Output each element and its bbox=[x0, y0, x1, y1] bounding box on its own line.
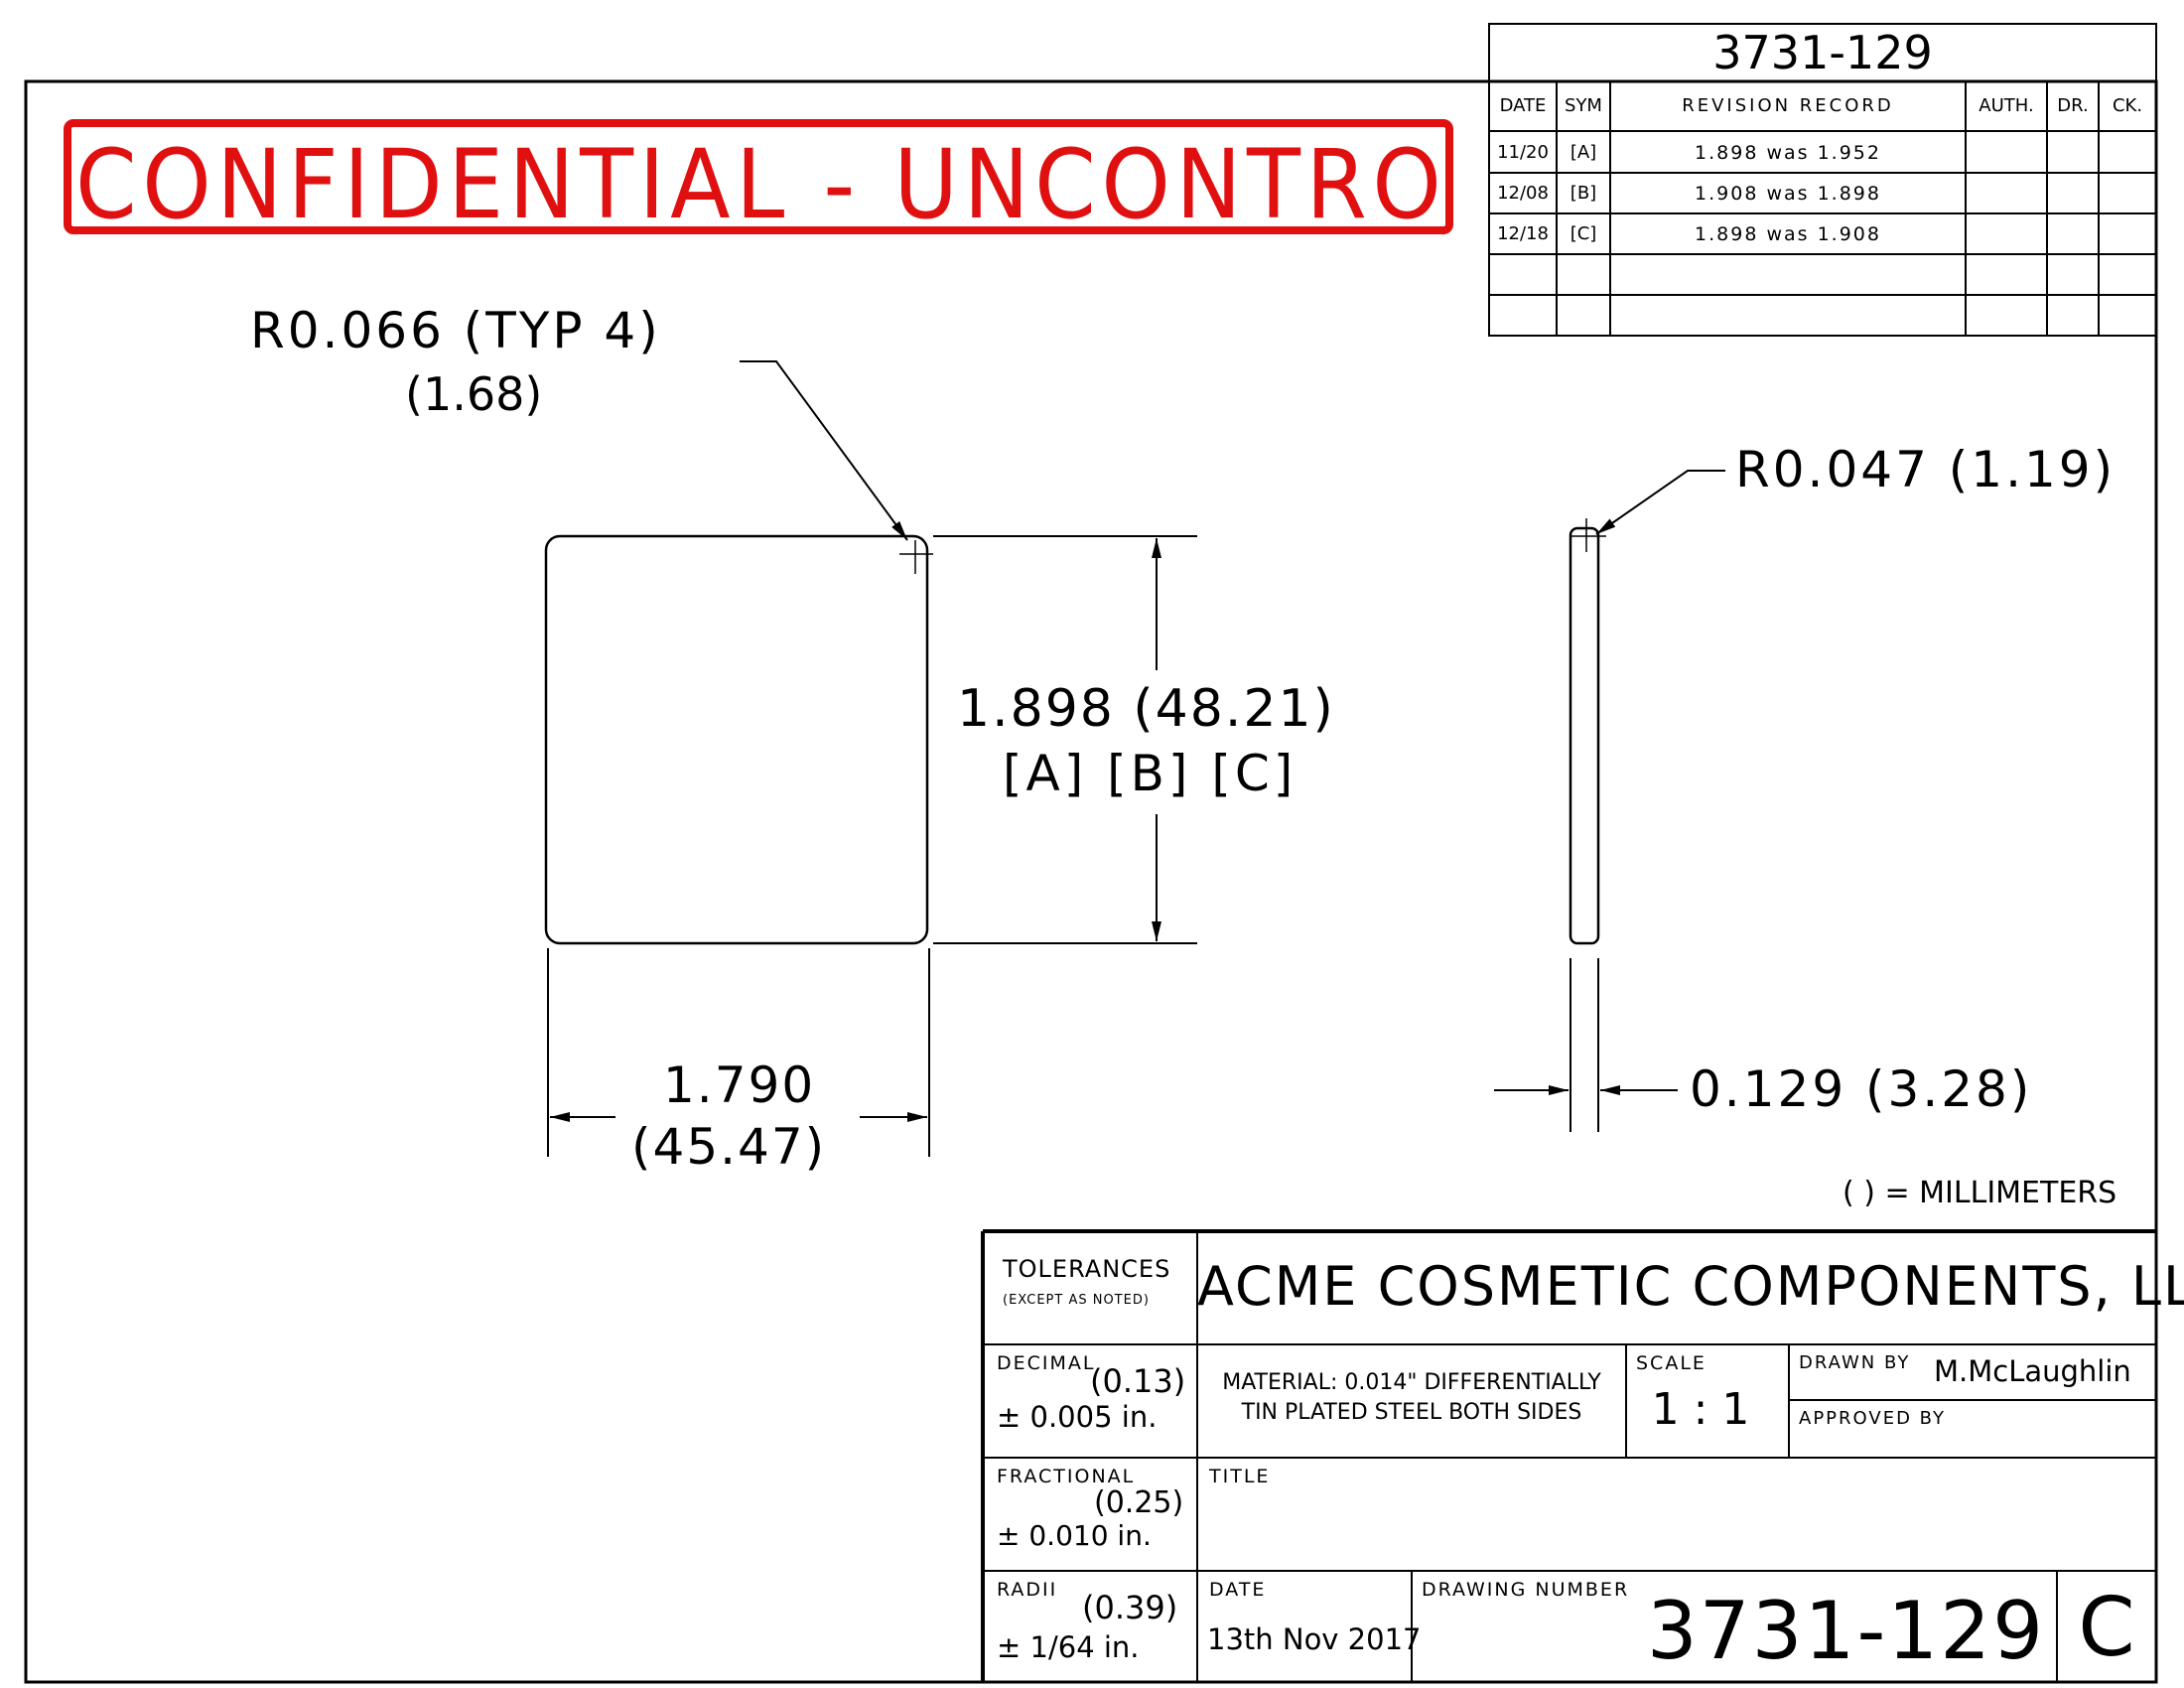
title-block-grid bbox=[981, 1229, 2156, 1682]
approved-by-label: APPROVED BY bbox=[1799, 1408, 1947, 1429]
thickness-dimension bbox=[1494, 958, 1678, 1132]
rev-row-3-date: 12/18 bbox=[1497, 223, 1549, 244]
sheet-border bbox=[24, 79, 2158, 1684]
drawing-number-label: DRAWING NUMBER bbox=[1422, 1579, 1630, 1601]
height-label: 1.898 (48.21) bbox=[957, 679, 1335, 739]
rev-header-record: REVISION RECORD bbox=[1682, 95, 1894, 116]
rev-row-1-sym: [A] bbox=[1570, 142, 1597, 163]
except-note: (EXCEPT AS NOTED) bbox=[1003, 1293, 1150, 1308]
radii-mm: (0.39) bbox=[1082, 1589, 1178, 1626]
rev-row-1-date: 11/20 bbox=[1497, 142, 1549, 163]
tolerances-label: TOLERANCES bbox=[1003, 1255, 1171, 1283]
revision-letter: C bbox=[2078, 1581, 2135, 1675]
rev-row-2-record: 1.908 was 1.898 bbox=[1695, 183, 1881, 205]
width-mm-label: (45.47) bbox=[631, 1118, 827, 1176]
corner-marker bbox=[899, 540, 933, 574]
rev-row-3-sym: [C] bbox=[1570, 223, 1597, 244]
edge-radius-leader bbox=[1595, 470, 1725, 535]
confidential-banner: CONFIDENTIAL - UNCONTROLLED bbox=[64, 119, 1453, 234]
thickness-label: 0.129 (3.28) bbox=[1690, 1060, 2033, 1118]
material-line-1: MATERIAL: 0.014" DIFFERENTIALLY bbox=[1222, 1370, 1601, 1395]
drawn-by-name: M.McLaughlin bbox=[1934, 1354, 2131, 1388]
height-dimension bbox=[933, 535, 1197, 944]
width-label: 1.790 bbox=[663, 1056, 816, 1114]
fractional-label: FRACTIONAL bbox=[997, 1466, 1136, 1487]
decimal-value: ± 0.005 in. bbox=[997, 1400, 1158, 1434]
width-dimension bbox=[547, 948, 930, 1157]
plate-outline bbox=[544, 534, 929, 945]
corner-radius-label: R0.066 (TYP 4) bbox=[250, 302, 661, 359]
date-label: DATE bbox=[1209, 1579, 1267, 1601]
side-view-outline bbox=[1569, 526, 1600, 945]
edge-radius-label: R0.047 (1.19) bbox=[1735, 441, 2116, 498]
rev-header-date: DATE bbox=[1499, 95, 1547, 116]
drawn-by-label: DRAWN BY bbox=[1799, 1352, 1911, 1373]
rev-row-3-record: 1.898 was 1.908 bbox=[1695, 223, 1881, 245]
date-value: 13th Nov 2017 bbox=[1207, 1622, 1422, 1656]
revision-table-grid bbox=[1488, 80, 2157, 337]
rev-header-dr: DR. bbox=[2057, 95, 2089, 116]
company-name: ACME COSMETIC COMPONENTS, LLC bbox=[1197, 1255, 2184, 1318]
scale-value: 1:1 bbox=[1651, 1384, 1764, 1435]
rev-row-2-date: 12/08 bbox=[1497, 183, 1549, 204]
rev-row-1-record: 1.898 was 1.952 bbox=[1695, 142, 1881, 164]
side-corner-marker bbox=[1570, 518, 1606, 552]
scale-label: SCALE bbox=[1636, 1352, 1706, 1374]
corner-radius-leader bbox=[740, 360, 908, 541]
drawing-number: 3731-129 bbox=[1646, 1585, 2045, 1677]
rev-header-ck: CK. bbox=[2112, 95, 2143, 116]
rev-header-sym: SYM bbox=[1565, 95, 1602, 116]
fractional-mm: (0.25) bbox=[1094, 1485, 1184, 1520]
rev-row-2-sym: [B] bbox=[1570, 183, 1597, 204]
radii-label: RADII bbox=[997, 1579, 1058, 1601]
corner-radius-mm-label: (1.68) bbox=[405, 367, 543, 421]
rev-header-auth: AUTH. bbox=[1979, 95, 2034, 116]
decimal-mm: (0.13) bbox=[1090, 1362, 1186, 1400]
decimal-label: DECIMAL bbox=[997, 1352, 1096, 1374]
header-number: 3731-129 bbox=[1712, 26, 1933, 79]
fractional-value: ± 0.010 in. bbox=[997, 1519, 1152, 1552]
height-revisions-label: [A] [B] [C] bbox=[1003, 745, 1297, 802]
title-label: TITLE bbox=[1209, 1466, 1271, 1487]
material-line-2: TIN PLATED STEEL BOTH SIDES bbox=[1241, 1400, 1582, 1425]
confidential-banner-text: CONFIDENTIAL - UNCONTROLLED bbox=[75, 129, 1447, 234]
radii-value: ± 1/64 in. bbox=[997, 1630, 1140, 1664]
units-note: ( ) = MILLIMETERS bbox=[1843, 1176, 2117, 1210]
